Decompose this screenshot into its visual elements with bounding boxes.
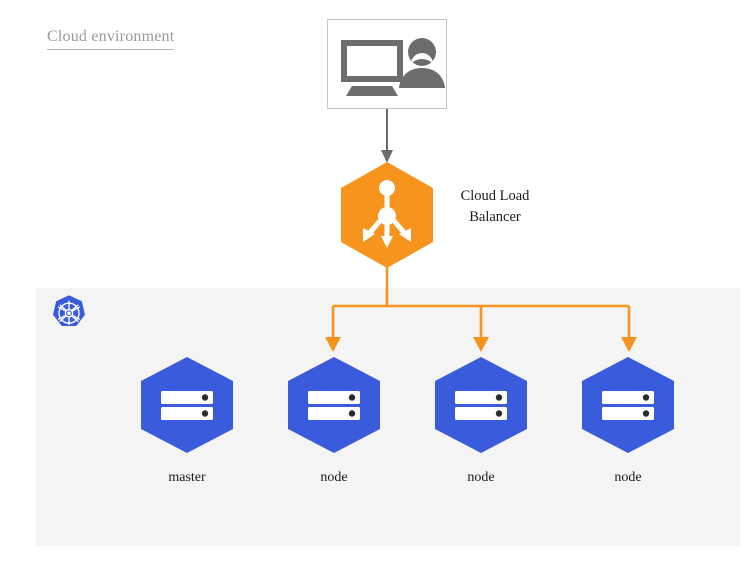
cluster-node-label-3: node (614, 470, 642, 485)
client-box (327, 19, 447, 109)
cluster-node-2[interactable] (433, 355, 529, 465)
lb-label-line1: Cloud Load (460, 188, 530, 204)
cluster-node-label-2: node (467, 470, 495, 485)
cluster-node-1[interactable] (286, 355, 382, 465)
lb-label-line2: Balancer (469, 209, 521, 225)
cloud-load-balancer-node[interactable] (339, 160, 435, 270)
cluster-node-label-master: master (168, 470, 206, 485)
server-icon (455, 391, 507, 420)
user-icon (399, 38, 445, 88)
cluster-node-3[interactable] (580, 355, 676, 465)
load-balancer-label: Cloud Load Balancer (440, 186, 550, 228)
server-icon (161, 391, 213, 420)
server-icon (602, 391, 654, 420)
kubernetes-logo (49, 294, 89, 334)
monitor-icon (341, 40, 403, 96)
page-title: Cloud environment (47, 28, 175, 50)
cluster-node-master[interactable] (139, 355, 235, 465)
cluster-node-label-1: node (320, 470, 348, 485)
server-icon (308, 391, 360, 420)
